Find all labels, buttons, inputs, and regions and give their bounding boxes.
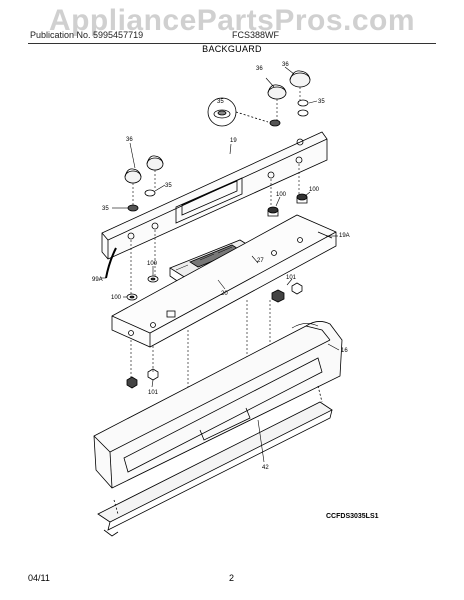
callout-35-left: 35 <box>102 206 109 212</box>
bottom-strip-42 <box>97 401 333 537</box>
section-title: BACKGUARD <box>202 44 262 54</box>
washer-top-right <box>297 109 309 117</box>
fastener-101-right-b <box>291 282 303 295</box>
fastener-100-right-2 <box>267 206 279 217</box>
backguard-trim-16 <box>93 321 343 489</box>
callout-36-top-b: 36 <box>282 62 289 68</box>
callout-27: 27 <box>257 258 264 264</box>
backguard-panel-19 <box>101 131 328 260</box>
washer-35-left <box>127 204 139 212</box>
watermark-logo: AppliancePartsPros.com <box>48 4 416 37</box>
callout-100-right-1: 100 <box>309 187 320 193</box>
washer-35-top <box>297 99 309 107</box>
diagram-code: CCFDS3035LS1 <box>326 513 379 520</box>
knob-36-left-a <box>124 168 142 184</box>
callout-35-top: 35 <box>318 99 325 105</box>
header-rule <box>28 43 436 44</box>
control-bracket-19a <box>111 214 337 348</box>
callout-35-mid: 35 <box>165 183 172 189</box>
fastener-100-mid <box>147 275 159 283</box>
fastener-100-right-1 <box>296 193 308 204</box>
footer-date: 04/11 <box>28 573 50 583</box>
callout-36-left: 36 <box>126 137 133 143</box>
callout-36-top-a: 36 <box>256 66 263 72</box>
callout-20: 20 <box>221 291 228 297</box>
washer-top-left <box>269 119 281 127</box>
fastener-101-left-b <box>147 368 159 381</box>
washer-35-mid <box>144 189 156 197</box>
model-number: FCS388WF <box>232 30 280 40</box>
knob-36-top-b <box>289 70 311 88</box>
wire-harness-99a <box>105 247 117 279</box>
footer-page-number: 2 <box>229 573 235 583</box>
callout-100-right-2: 100 <box>276 192 287 198</box>
callout-35-inset: 35 <box>217 99 224 105</box>
callout-101-left: 101 <box>148 390 159 396</box>
callout-16: 16 <box>341 348 348 354</box>
callout-100-mid: 100 <box>147 261 158 267</box>
callout-19: 19 <box>230 138 237 144</box>
knob-36-left-b <box>146 155 164 171</box>
callout-100-left: 100 <box>111 295 122 301</box>
knob-36-top-a <box>267 84 287 100</box>
fastener-101-left-a <box>126 376 138 389</box>
callout-101-right: 101 <box>286 275 297 281</box>
callout-42: 42 <box>262 465 269 471</box>
fastener-101-right-a <box>271 289 285 303</box>
fastener-100-left <box>126 293 138 301</box>
callout-19a: 19A <box>339 233 350 239</box>
callout-99a: 99A <box>92 277 103 283</box>
publication-number: Publication No. 5995457719 <box>30 30 144 40</box>
